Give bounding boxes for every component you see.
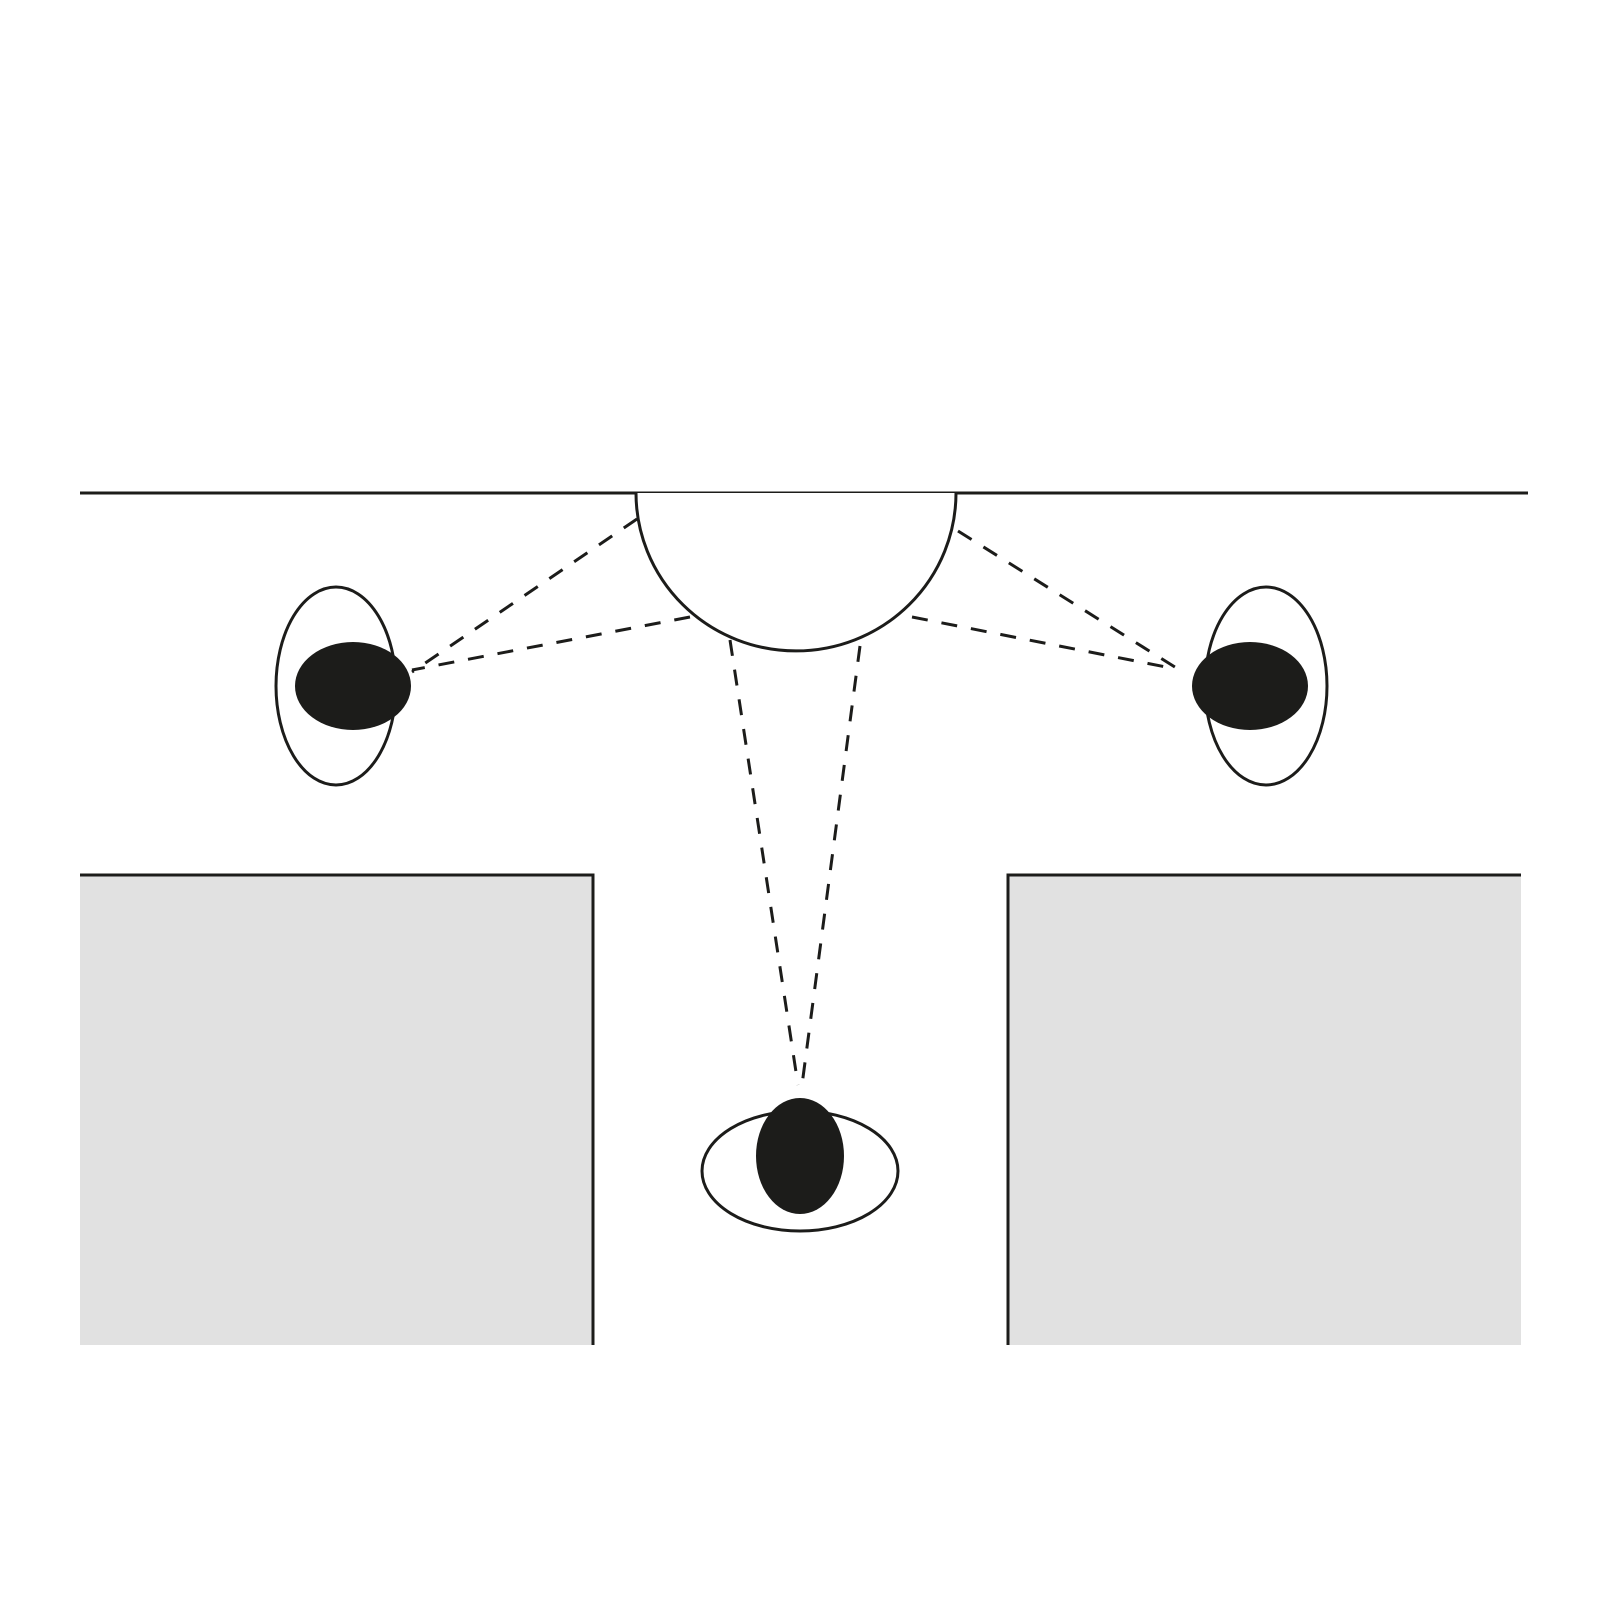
person-bottom-head — [756, 1098, 844, 1214]
block-right — [1006, 873, 1521, 1345]
sightline-right-upper — [957, 529, 1179, 671]
person-left-head — [295, 642, 411, 730]
person-left — [274, 585, 411, 787]
block-right-fill — [1008, 875, 1521, 1345]
sightline-bottom-right — [800, 645, 862, 1086]
sightlines — [411, 517, 1179, 1086]
block-right-edge — [1006, 873, 1521, 1345]
sightline-right-lower — [911, 615, 1167, 669]
focus-semicircle — [634, 492, 958, 653]
sightline-left-upper — [411, 517, 638, 674]
person-bottom — [700, 1098, 900, 1233]
block-left — [80, 873, 595, 1345]
block-left-fill — [80, 875, 593, 1345]
sightline-bottom-left — [728, 639, 800, 1086]
person-right — [1192, 585, 1329, 787]
person-right-head — [1192, 642, 1308, 730]
block-left-edge — [80, 873, 595, 1345]
